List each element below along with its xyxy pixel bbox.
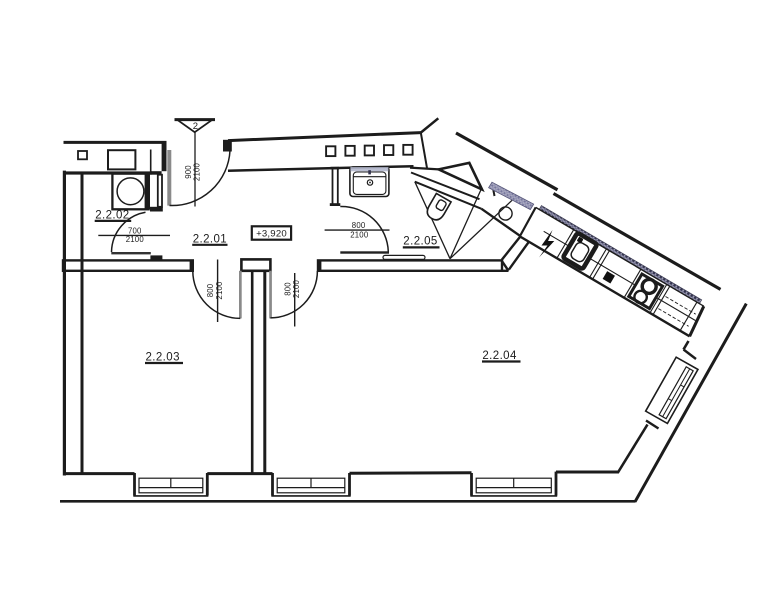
svg-text:800: 800 <box>283 282 292 296</box>
svg-text:2100: 2100 <box>126 235 145 244</box>
svg-text:700: 700 <box>128 226 142 235</box>
svg-text:2: 2 <box>193 121 198 132</box>
svg-text:+3,920: +3,920 <box>256 229 287 240</box>
svg-text:2100: 2100 <box>292 279 301 298</box>
svg-text:2.2.02: 2.2.02 <box>95 210 129 222</box>
svg-text:800: 800 <box>352 221 366 230</box>
svg-text:2.2.04: 2.2.04 <box>482 350 517 362</box>
svg-text:800: 800 <box>206 283 215 297</box>
svg-text:2100: 2100 <box>350 231 369 240</box>
svg-text:2100: 2100 <box>193 162 202 181</box>
svg-text:2.2.05: 2.2.05 <box>403 236 437 248</box>
svg-text:2.2.01: 2.2.01 <box>193 234 227 246</box>
svg-text:2.2.03: 2.2.03 <box>146 352 180 364</box>
svg-text:900: 900 <box>184 165 193 179</box>
svg-text:2100: 2100 <box>215 281 224 300</box>
